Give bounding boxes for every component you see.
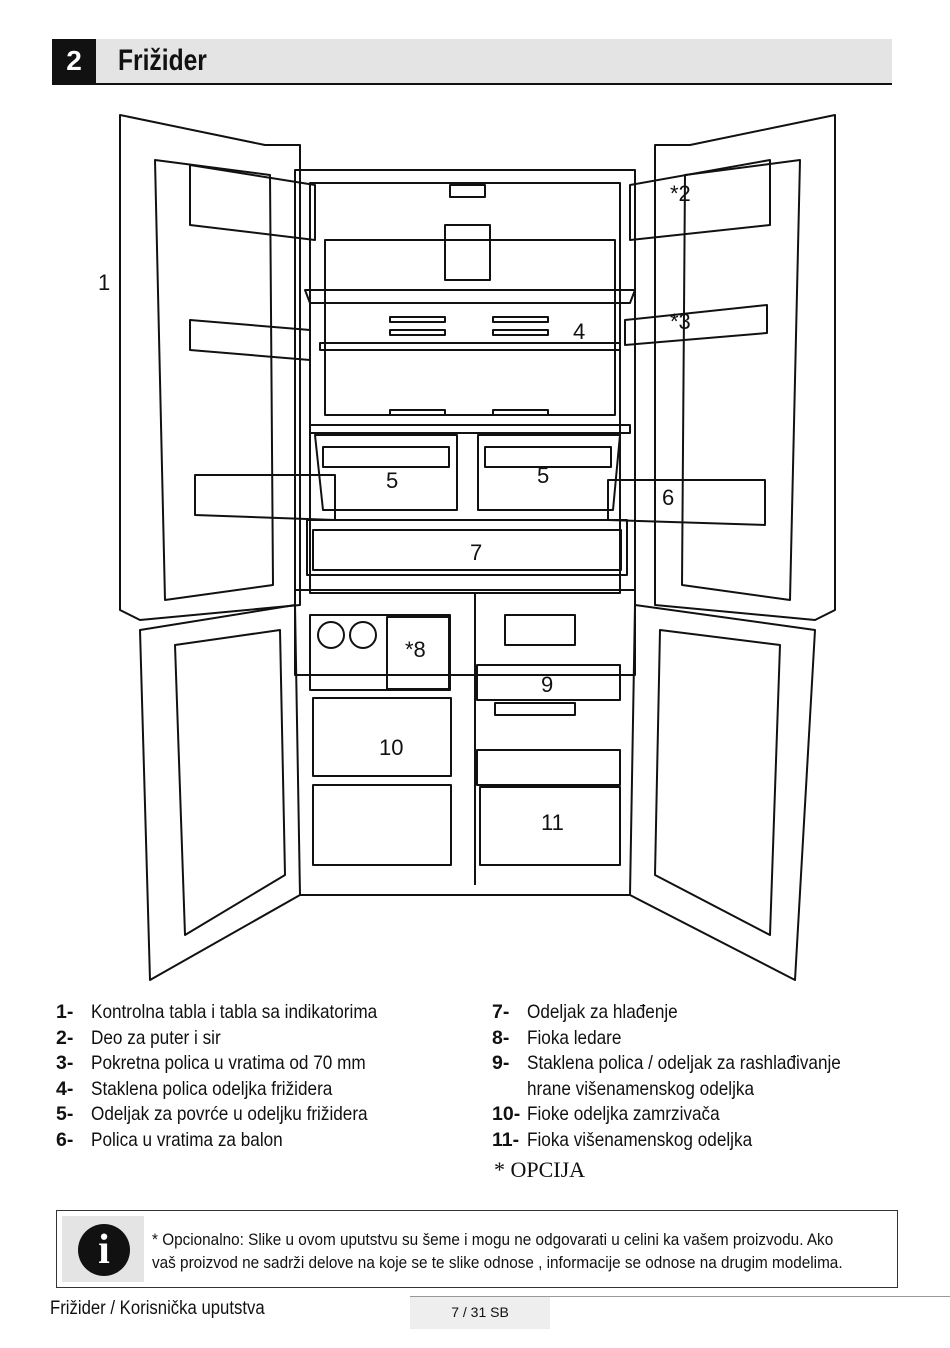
label-5b: 5 <box>537 463 549 488</box>
legend-item: 3-Pokretna polica u vratima od 70 mm <box>56 1052 366 1074</box>
info-line-2: vaš proizvod ne sadrži delove na koje se… <box>152 1253 843 1272</box>
info-icon-box: i <box>62 1216 144 1282</box>
legend-right: 7-Odeljak za hlađenje 8-Fioka ledare 9-S… <box>492 1000 912 1183</box>
label-1: 1 <box>98 270 110 295</box>
label-6: 6 <box>662 485 674 510</box>
legend-item: 9-Staklena polica / odeljak za rashlađiv… <box>492 1052 841 1074</box>
legend-item: 1-Kontrolna tabla i tabla sa indikatorim… <box>56 1001 378 1023</box>
footer-title: Frižider / Korisnička uputstva <box>50 1298 265 1319</box>
label-7: 7 <box>470 540 482 565</box>
footer-divider <box>410 1296 950 1297</box>
legend-item: 10-Fioke odeljka zamrzivača <box>492 1103 720 1125</box>
legend-item: 2-Deo za puter i sir <box>56 1026 221 1049</box>
legend-item: 4-Staklena polica odeljka frižidera <box>56 1077 333 1100</box>
info-box: i * Opcionalno: Slike u ovom uputstvu su… <box>56 1210 898 1288</box>
info-text: * Opcionalno: Slike u ovom uputstvu su š… <box>152 1228 892 1274</box>
info-line-1: * Opcionalno: Slike u ovom uputstvu su š… <box>152 1230 834 1249</box>
label-11: 11 <box>541 810 564 835</box>
section-title: Frižider <box>118 44 207 77</box>
fridge-diagram: 1 *2 *3 4 5 5 6 7 *8 9 10 11 <box>95 105 855 985</box>
label-9: 9 <box>541 672 553 697</box>
info-icon: i <box>78 1224 130 1276</box>
label-8: *8 <box>405 637 426 662</box>
legend-left: 1-Kontrolna tabla i tabla sa indikatorim… <box>56 1000 476 1153</box>
section-number: 2 <box>52 39 96 83</box>
label-5a: 5 <box>386 468 398 493</box>
fridge-line-drawing: 1 *2 *3 4 5 5 6 7 *8 9 10 11 <box>98 114 836 981</box>
section-header: 2 Frižider <box>52 39 892 85</box>
legend-item: 5-Odeljak za povrće u odeljku frižidera <box>56 1103 368 1125</box>
legend-item: 11-Fioka višenamenskog odeljka <box>492 1128 753 1151</box>
label-3: *3 <box>670 309 691 334</box>
legend-item: hrane višenamenskog odeljka <box>527 1077 755 1100</box>
label-10: 10 <box>379 735 403 760</box>
label-4: 4 <box>573 319 585 344</box>
legend-item: 7-Odeljak za hlađenje <box>492 1001 678 1023</box>
legend-item: 8-Fioka ledare <box>492 1026 622 1049</box>
label-2: *2 <box>670 181 691 206</box>
option-note: * OPCIJA <box>494 1157 586 1182</box>
page-number: 7 / 31 SB <box>410 1297 550 1329</box>
legend-item: 6-Polica u vratima za balon <box>56 1128 283 1151</box>
